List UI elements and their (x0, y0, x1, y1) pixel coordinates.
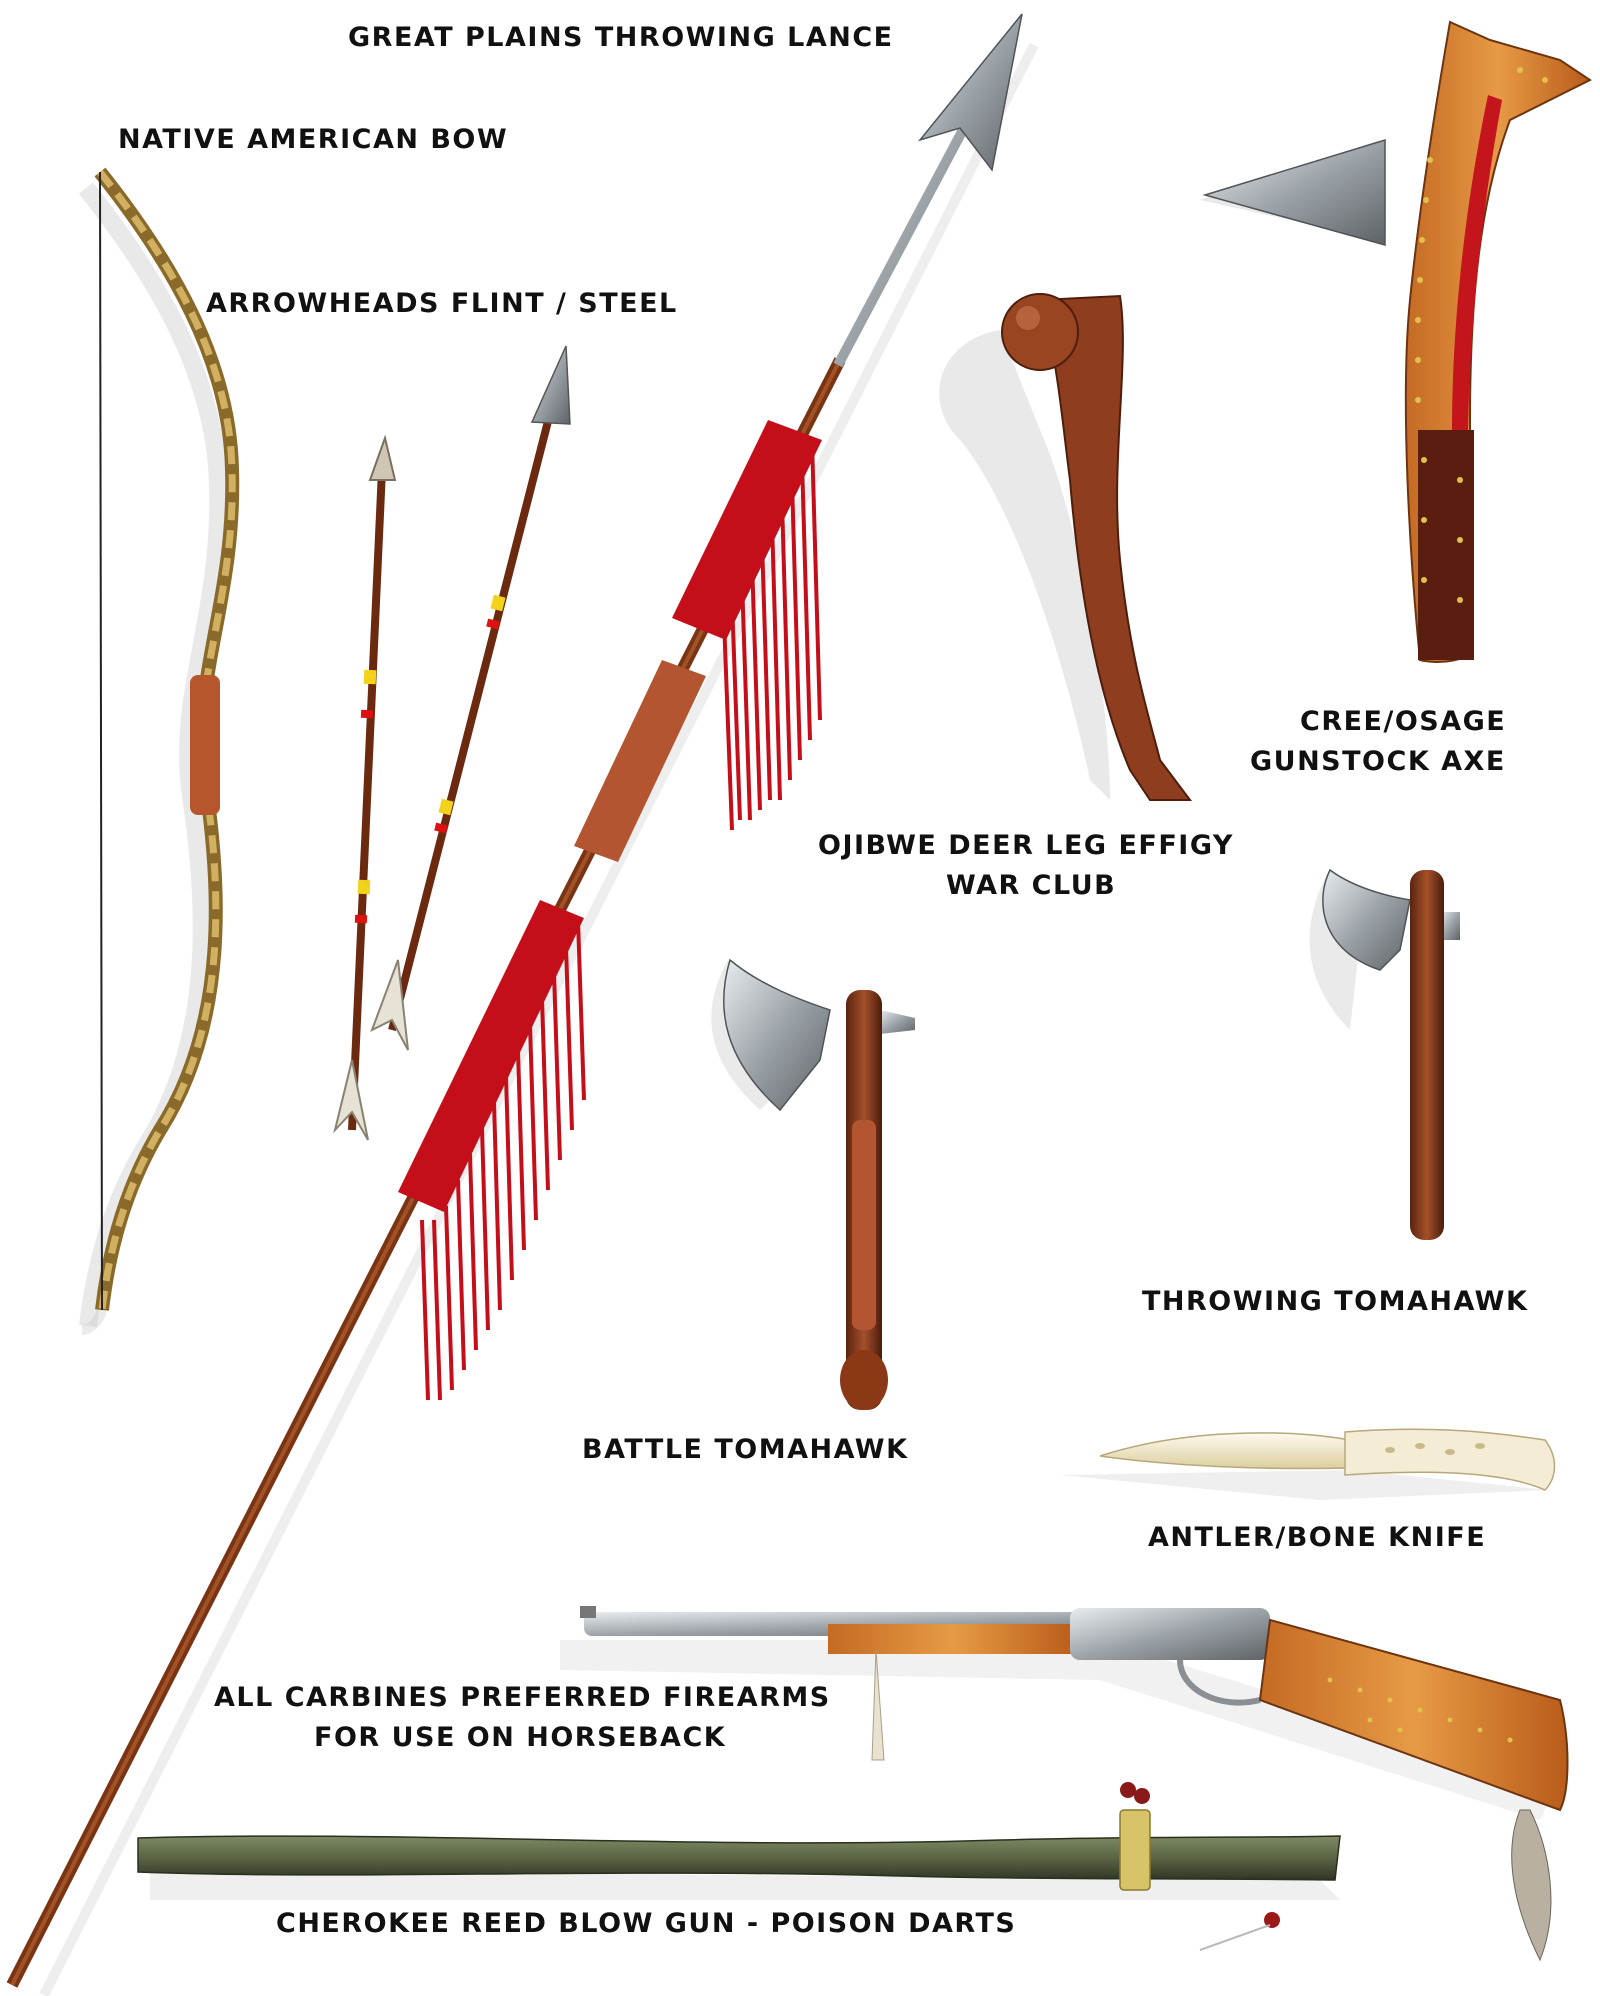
lance-drawing (6, 13, 1039, 1996)
blowgun-label: CHEROKEE REED BLOW GUN - POISON DARTS (276, 1908, 1017, 1939)
battle-tomahawk-label: BATTLE TOMAHAWK (582, 1434, 909, 1465)
war-club-drawing (939, 293, 1192, 801)
gunstock-axe-label-line1: CREE/OSAGE (1300, 706, 1507, 737)
carbines-label-line2: FOR USE ON HORSEBACK (314, 1722, 727, 1753)
carbines-label-line1: ALL CARBINES PREFERRED FIREARMS (214, 1682, 831, 1713)
arrow-steel-drawing (370, 345, 571, 1051)
lance-label: GREAT PLAINS THROWING LANCE (348, 22, 894, 53)
bow-drawing (78, 167, 240, 1335)
arrow-flint-drawing (333, 434, 397, 1141)
blowgun-drawing (137, 1782, 1341, 1951)
throwing-tomahawk-drawing (1309, 868, 1460, 1240)
knife-drawing (1060, 1428, 1556, 1500)
arrowheads-label: ARROWHEADS FLINT / STEEL (206, 288, 678, 319)
throwing-tomahawk-label: THROWING TOMAHAWK (1142, 1286, 1529, 1317)
gunstock-axe-drawing (1200, 20, 1592, 663)
carbine-drawing (560, 1606, 1569, 1962)
knife-label: ANTLER/BONE KNIFE (1148, 1522, 1487, 1553)
battle-tomahawk-drawing (711, 958, 915, 1410)
war-club-label-line2: WAR CLUB (946, 870, 1117, 901)
bow-label: NATIVE AMERICAN BOW (118, 124, 509, 155)
war-club-label-line1: OJIBWE DEER LEG EFFIGY (818, 830, 1234, 861)
gunstock-axe-label-line2: GUNSTOCK AXE (1250, 746, 1506, 777)
